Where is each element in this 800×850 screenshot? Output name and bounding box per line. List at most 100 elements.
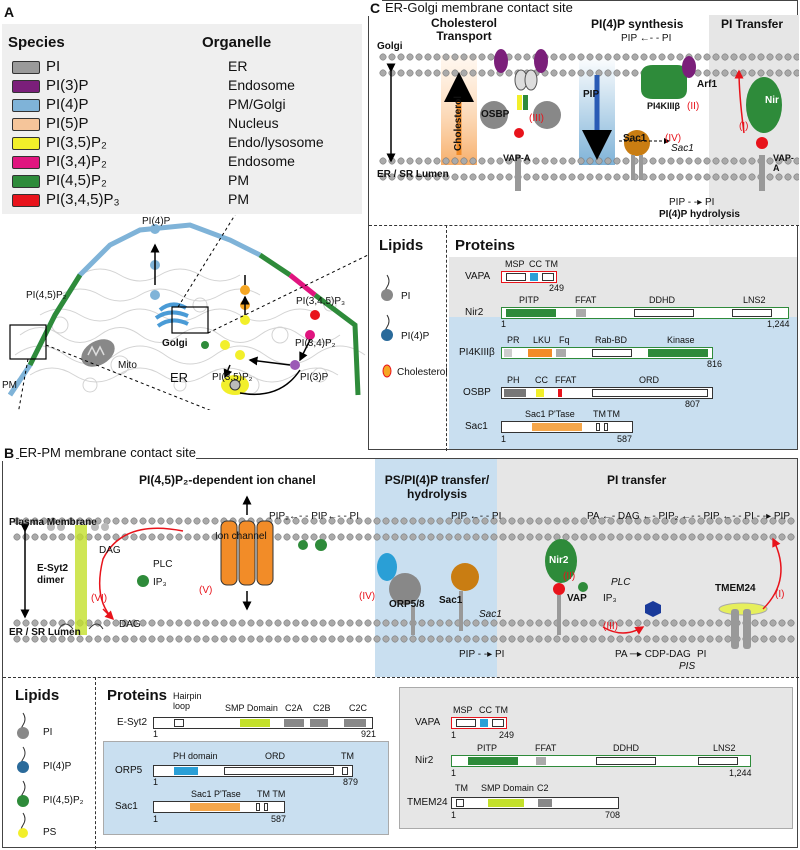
lipid-headgroup xyxy=(589,533,597,541)
lipid-icons-b xyxy=(17,712,29,838)
lipid-headgroup xyxy=(697,533,705,541)
lipid-headgroup xyxy=(694,69,702,77)
lipid-headgroup xyxy=(67,533,75,541)
lipid-headgroup xyxy=(184,635,192,643)
lipid-headgroup xyxy=(793,157,799,165)
lipid-headgroup xyxy=(337,635,345,643)
lipid-headgroup xyxy=(787,517,795,525)
lipid-headgroup xyxy=(292,517,300,525)
lipid-headgroup xyxy=(463,635,471,643)
lipid-headgroup xyxy=(463,517,471,525)
lipid-headgroup xyxy=(643,619,651,627)
lipid-pi4p-b: PI(4)P xyxy=(43,761,72,772)
lipid-headgroup xyxy=(784,173,792,181)
lipid-headgroup xyxy=(568,69,576,77)
sac1-b-protein xyxy=(451,563,479,631)
pi-end-label: PI xyxy=(697,649,707,660)
cholesterol-arrow-label: Cholesterol xyxy=(453,95,464,151)
lipid-headgroup xyxy=(478,157,486,165)
lipid-headgroup xyxy=(706,635,714,643)
lipid-headgroup xyxy=(211,619,219,627)
ion-channel-title: PI(4,5)P₂-dependent ion chanel xyxy=(139,473,316,487)
lipid-headgroup xyxy=(550,157,558,165)
lipid-headgroup xyxy=(436,533,444,541)
lipid-headgroup xyxy=(400,619,408,627)
start-nir2-b: 1 xyxy=(451,768,457,778)
lipid-headgroup xyxy=(451,157,459,165)
lipid-headgroup xyxy=(337,533,345,541)
lipid-headgroup xyxy=(301,635,309,643)
lipid-headgroup xyxy=(724,533,732,541)
lipid-headgroup xyxy=(481,619,489,627)
num-ii-c: (II) xyxy=(687,101,700,112)
domain-ddhd-b: DDHD xyxy=(613,743,639,753)
lipid-headgroup xyxy=(544,517,552,525)
lipid-headgroup xyxy=(706,517,714,525)
lipid-headgroup xyxy=(535,635,543,643)
lipid-headgroup xyxy=(490,619,498,627)
lipid-headgroup xyxy=(535,533,543,541)
pip2-pi-label: PIP₂←- - PIP←- - PI xyxy=(269,511,359,522)
lipid-headgroup xyxy=(721,157,729,165)
end-sac1-b: 587 xyxy=(271,814,287,824)
lipid-headgroup xyxy=(598,619,606,627)
lipid-headgroup xyxy=(616,533,624,541)
lipid-headgroup xyxy=(460,173,468,181)
lipid-headgroup xyxy=(292,635,300,643)
lipid-headgroup xyxy=(559,173,567,181)
lipid-headgroup xyxy=(229,619,237,627)
lipid-headgroup xyxy=(490,635,498,643)
lipid-headgroup xyxy=(580,517,588,525)
lipid-headgroup xyxy=(442,173,450,181)
proteins-title-b: Proteins xyxy=(107,687,168,704)
bar-vapa-c xyxy=(501,271,557,283)
domain-lku-c: LKU xyxy=(533,335,551,345)
lipid-headgroup xyxy=(757,69,765,77)
lipid-headgroup xyxy=(400,635,408,643)
lipid-headgroup xyxy=(652,619,660,627)
lipid-headgroup xyxy=(712,173,720,181)
lipid-headgroup xyxy=(586,157,594,165)
lipid-headgroup xyxy=(373,635,381,643)
lipid-headgroup xyxy=(679,635,687,643)
lipid-headgroup xyxy=(703,53,711,61)
domain-cc2-c: CC xyxy=(535,375,548,385)
lipid-headgroup xyxy=(577,69,585,77)
sac1-label: Sac1 xyxy=(623,133,647,144)
lipid-headgroup xyxy=(94,517,102,525)
lipid-headgroup xyxy=(541,157,549,165)
lipid-headgroup xyxy=(676,157,684,165)
lipid-headgroup xyxy=(598,533,606,541)
lipid-headgroup xyxy=(730,157,738,165)
lipid-headgroup xyxy=(733,517,741,525)
lipid-headgroup xyxy=(94,533,102,541)
lipid-headgroup xyxy=(730,69,738,77)
protein-name-orp5: ORP5 xyxy=(115,765,143,776)
sac1-b-italic: Sac1 xyxy=(479,609,502,620)
num-iv-c: (IV) xyxy=(665,133,682,144)
lipid-headgroup xyxy=(112,517,120,525)
panel-b: B ER-PM membrane contact site xyxy=(2,445,799,849)
legend-organelle: Endosome xyxy=(228,77,295,93)
panel-c: C ER-Golgi membrane contact site xyxy=(368,0,799,451)
lipid-headgroup xyxy=(652,533,660,541)
vap-label: VAP xyxy=(567,593,587,604)
lipid-headgroup xyxy=(751,533,759,541)
lipid-headgroup xyxy=(310,635,318,643)
lipid-headgroup xyxy=(550,173,558,181)
lipid-headgroup xyxy=(406,157,414,165)
lipid-headgroup xyxy=(577,173,585,181)
lipid-headgroup xyxy=(766,69,774,77)
lipid-headgroup xyxy=(184,533,192,541)
lipid-headgroup xyxy=(346,635,354,643)
bar-pi4k-c xyxy=(501,347,713,359)
plc2-label: PLC xyxy=(611,577,631,588)
lipid-headgroup xyxy=(454,517,462,525)
lipid-headgroup xyxy=(634,533,642,541)
protein-name-vapa-c: VAPA xyxy=(465,271,491,282)
lipid-headgroup xyxy=(667,157,675,165)
domain-pitp-b: PITP xyxy=(477,743,498,753)
end-orp5: 879 xyxy=(343,777,359,787)
